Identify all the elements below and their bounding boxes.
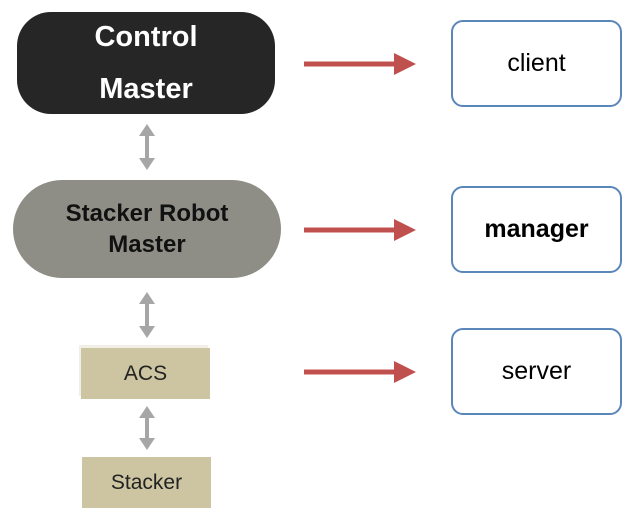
arrow-control-to-client	[304, 53, 416, 75]
stacker-robot-master-node: Stacker Robot Master	[13, 180, 281, 278]
double-arrow-acs-stacker	[139, 406, 155, 450]
double-arrow-control-stacker-robot	[139, 124, 155, 170]
stacker-label: Stacker	[110, 470, 183, 494]
stacker-robot-master-line-1: Stacker Robot	[65, 200, 229, 227]
arrow-acs-to-server	[304, 361, 416, 383]
control-master-line-2: Master	[99, 73, 193, 105]
client-role-box: client	[451, 20, 622, 107]
manager-role-box: manager	[451, 186, 622, 273]
control-master-node: Control Master	[17, 12, 275, 114]
control-master-line-1: Control	[94, 21, 198, 53]
acs-label: ACS	[123, 361, 168, 385]
arrow-stacker-robot-to-manager	[304, 219, 416, 241]
server-label: server	[501, 357, 572, 385]
double-arrow-stacker-robot-acs	[139, 292, 155, 338]
stacker-robot-master-line-2: Master	[108, 231, 186, 258]
manager-label: manager	[484, 215, 589, 243]
server-role-box: server	[451, 328, 622, 415]
client-label: client	[507, 49, 566, 77]
stacker-node: Stacker	[82, 457, 211, 508]
acs-node: ACS	[81, 348, 210, 399]
